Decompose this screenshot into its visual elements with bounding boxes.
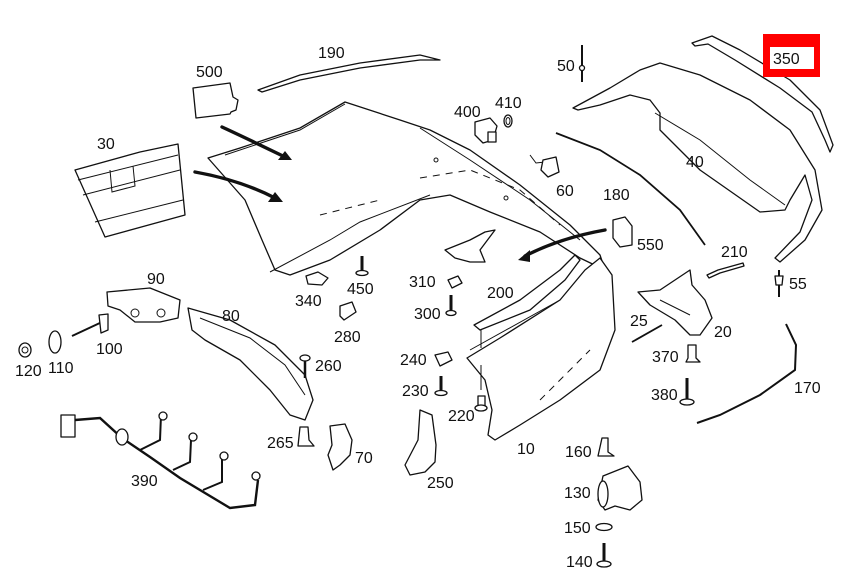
part-80-absorber[interactable] (187, 307, 314, 421)
part-bracket-center (444, 229, 496, 263)
part-150-washer[interactable] (595, 522, 613, 532)
label-25[interactable]: 25 (630, 313, 648, 330)
part-370-nut[interactable] (685, 344, 701, 363)
label-410[interactable]: 410 (495, 95, 522, 112)
label-130[interactable]: 130 (564, 485, 591, 502)
label-160[interactable]: 160 (565, 444, 592, 461)
part-550-module[interactable] (612, 216, 633, 248)
label-50[interactable]: 50 (557, 58, 575, 75)
label-210[interactable]: 210 (721, 244, 748, 261)
label-300[interactable]: 300 (414, 306, 441, 323)
label-220[interactable]: 220 (448, 408, 475, 425)
label-550[interactable]: 550 (637, 237, 664, 254)
part-60-bracket[interactable] (529, 154, 560, 178)
label-500[interactable]: 500 (196, 64, 223, 81)
part-40-diffuser[interactable] (572, 62, 823, 263)
assembly-arrow (193, 125, 607, 262)
label-40[interactable]: 40 (686, 154, 704, 171)
part-260-screw[interactable] (299, 354, 311, 378)
part-265-nut[interactable] (297, 426, 315, 447)
label-390[interactable]: 390 (131, 473, 158, 490)
label-150[interactable]: 150 (564, 520, 591, 537)
part-380-screw[interactable] (679, 378, 695, 406)
label-60[interactable]: 60 (556, 183, 574, 200)
part-180-strip[interactable] (555, 132, 706, 246)
part-310-clip[interactable] (447, 275, 463, 289)
part-170-strip[interactable] (696, 323, 798, 424)
part-340-clip[interactable] (305, 271, 329, 286)
part-500-cover[interactable] (192, 82, 239, 119)
part-55-clip[interactable] (774, 270, 784, 297)
part-50-pin[interactable] (578, 45, 586, 82)
label-260[interactable]: 260 (315, 358, 342, 375)
part-220-fastener[interactable] (474, 395, 488, 412)
part-390-wiring-harness[interactable] (60, 411, 261, 510)
part-250-guard[interactable] (404, 409, 437, 476)
label-30[interactable]: 30 (97, 136, 115, 153)
part-200-guide-strip[interactable] (473, 254, 581, 390)
label-100[interactable]: 100 (96, 341, 123, 358)
part-bumper-cover[interactable] (207, 101, 606, 276)
label-230[interactable]: 230 (402, 383, 429, 400)
part-410-ring[interactable] (503, 114, 513, 128)
label-380[interactable]: 380 (651, 387, 678, 404)
part-25-rivet[interactable] (631, 324, 663, 343)
label-265[interactable]: 265 (267, 435, 294, 452)
part-230-screw[interactable] (434, 376, 448, 397)
label-370[interactable]: 370 (652, 349, 679, 366)
part-110-washer[interactable] (48, 330, 62, 354)
label-140[interactable]: 140 (566, 554, 593, 571)
label-90[interactable]: 90 (147, 271, 165, 288)
label-70[interactable]: 70 (355, 450, 373, 467)
part-280-clip[interactable] (339, 301, 357, 321)
label-310[interactable]: 310 (409, 274, 436, 291)
label-55[interactable]: 55 (789, 276, 807, 293)
label-280[interactable]: 280 (334, 329, 361, 346)
part-190-trim-strip[interactable] (257, 54, 441, 93)
part-130-housing[interactable] (597, 465, 643, 511)
label-400[interactable]: 400 (454, 104, 481, 121)
label-450[interactable]: 450 (347, 281, 374, 298)
label-190[interactable]: 190 (318, 45, 345, 62)
part-450-screw[interactable] (355, 256, 369, 277)
label-250[interactable]: 250 (427, 475, 454, 492)
part-210-rivet[interactable] (706, 262, 745, 279)
label-200[interactable]: 200 (487, 285, 514, 302)
part-20-bracket[interactable] (637, 269, 713, 336)
part-350-trim-strip[interactable] (691, 35, 834, 153)
part-10-bumper-lower[interactable] (466, 257, 616, 441)
part-160-nut[interactable] (597, 437, 615, 457)
label-110[interactable]: 110 (48, 360, 74, 377)
part-400-sensor[interactable] (474, 117, 498, 144)
part-140-screw[interactable] (596, 543, 612, 568)
label-20[interactable]: 20 (714, 324, 732, 341)
part-70-bracket[interactable] (327, 423, 353, 471)
part-300-screw[interactable] (445, 295, 457, 317)
label-350[interactable]: 350 (773, 51, 800, 68)
label-170[interactable]: 170 (794, 380, 821, 397)
label-180[interactable]: 180 (603, 187, 630, 204)
label-340[interactable]: 340 (295, 293, 322, 310)
label-80[interactable]: 80 (222, 308, 240, 325)
part-100-bolt[interactable] (71, 313, 109, 337)
label-240[interactable]: 240 (400, 352, 427, 369)
label-10[interactable]: 10 (517, 441, 535, 458)
part-90-bracket[interactable] (106, 287, 181, 323)
part-30-panel[interactable] (74, 143, 186, 238)
highlight-inner-350 (770, 47, 814, 69)
part-240-clip[interactable] (434, 351, 453, 367)
label-120[interactable]: 120 (15, 363, 42, 380)
part-120-nut[interactable] (18, 342, 32, 358)
